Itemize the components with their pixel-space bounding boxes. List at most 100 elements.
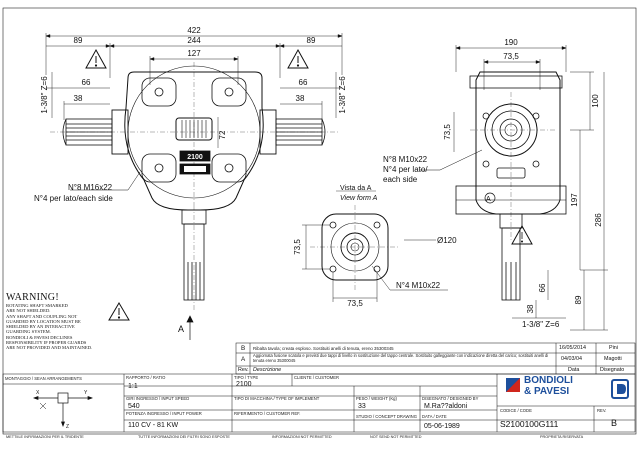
footer-note: PROPRIETA RISERVATA — [540, 435, 584, 439]
footer-note: METTIILE INFIRIMAZIONI PER IL TRIDENTE — [6, 435, 84, 439]
warning-line: ARE NOT PROVIDED AND MAINTAINED. — [6, 345, 93, 351]
side-dimension-texts: 190 73,5 100 73,5 197 286 89 66 38 N°8 M… — [383, 38, 603, 329]
dim-100: 100 — [591, 94, 600, 108]
spline-left: 1-3/8" Z=6 — [40, 76, 49, 114]
sheet-frame — [2, 7, 637, 435]
title-block-grid — [2, 342, 636, 433]
revision-description: Ribalta tavola; creata esploso. Sostitui… — [253, 346, 394, 351]
power-value: 110 CV - 81 KW — [128, 422, 179, 429]
right-shaft — [275, 118, 326, 146]
view-title-italian: Vista da A — [340, 185, 372, 192]
arrow-label-a: A — [178, 324, 184, 334]
warning-line: RESPONSIBILITY IF PROPER GUARDS — [6, 340, 87, 346]
dim-66: 66 — [538, 283, 547, 292]
dim-244: 244 — [187, 36, 201, 45]
type-value: 2100 — [236, 381, 252, 388]
warning-line: ROTATING SHAFT SMARKED — [6, 303, 68, 308]
machine-label: TIPO DI MACCHINA / TYPE OF IMPLEMENT — [234, 396, 320, 401]
weight-label: PESO / WEIGHT (Kg) — [356, 396, 397, 401]
warning-line: BONDIOLI & PAVESI DECLINES — [6, 334, 73, 340]
power-label: POTENZA INGRESSO / INPUT POWER — [126, 411, 202, 416]
revision-header-description: Descrizione — [253, 367, 282, 373]
revision-header-drawn: Disegnato — [600, 367, 625, 373]
footer-note: NOT SEND NOT PERMITTED — [370, 435, 422, 439]
svg-text:Z: Z — [66, 424, 69, 430]
drawing-code: S2100100G111 — [500, 419, 559, 429]
ratio-label: RAPPORTO / RATIO — [126, 375, 166, 380]
ratio-plate: 2100 — [187, 154, 203, 161]
client-label: CLIENTE / CUSTOMER — [294, 375, 340, 380]
side-label-per-lato: N°4 per lato/ — [383, 165, 428, 174]
rev-label: REV. — [597, 408, 607, 413]
revision-date: 16/05/2014 — [559, 345, 586, 351]
view-title-english: View form A — [340, 195, 378, 202]
mounting-sketch — [33, 392, 93, 427]
mounting-axis-letters: X Y Z — [36, 390, 88, 430]
footer-note: INFORMAZIONI NOT PERMITTED — [272, 435, 332, 439]
drawn-label: DISEGNATO / DESIGNED BY — [422, 396, 479, 401]
revision-description: Aggiornata fusione scatola e previsti du… — [253, 353, 549, 363]
warning-line: GUARDED BY LOCATION MUST BE — [6, 318, 81, 324]
dim-73-5-top: 73,5 — [503, 52, 519, 61]
ref-label: RIFERIMENTO / CUSTOMER REF. — [234, 411, 301, 416]
spline-right: 1-3/8" Z=6 — [338, 76, 347, 114]
brand-name-line2: & PAVESI — [524, 386, 570, 397]
warning-title: WARNING! — [6, 292, 59, 303]
svg-text:X: X — [36, 390, 40, 396]
side-label-each-side: each side — [383, 175, 418, 184]
dim-286: 286 — [594, 213, 603, 227]
revision-author: Magotti — [604, 356, 622, 362]
side-label-bolts: N°8 M10x22 — [383, 155, 428, 164]
revision-code: B — [241, 345, 246, 352]
view-from-a-texts: Vista da A View form A Ø120 73,5 73,5 N°… — [293, 185, 457, 308]
bondioli-pavesi-logo — [506, 378, 629, 399]
dim-diameter-120: Ø120 — [437, 236, 457, 245]
view-arrow-a — [186, 315, 194, 340]
code-label: CODICE / CODE — [500, 408, 532, 413]
dim-89-right: 89 — [307, 36, 316, 45]
front-view — [45, 33, 343, 340]
rpm-label: GIRI INGRESSO / INPUT SPEED — [126, 396, 190, 401]
dim-422: 422 — [187, 26, 201, 35]
revision-header-rev: Rev. — [238, 367, 249, 373]
mounting-label: MONTAGGIO / SEAN ARRANGEMENTS — [5, 376, 82, 381]
side-spline: 1-3/8" Z=6 — [522, 320, 560, 329]
dim-72: 72 — [218, 130, 227, 139]
dim-127: 127 — [187, 49, 201, 58]
front-dimension-lines — [45, 33, 343, 148]
safety-warning: WARNING! ROTATING SHAFT SMARKED ARE NOT … — [6, 292, 116, 351]
svg-text:Y: Y — [84, 390, 88, 396]
dim-73-5-view-horizontal: 73,5 — [347, 299, 363, 308]
dim-89: 89 — [574, 295, 583, 304]
warning-triangles-front — [85, 48, 309, 321]
side-view — [420, 45, 608, 331]
footer-note: TUTTE INFORMAZIONI DEI FILTRI SONO ESPOS… — [138, 435, 230, 439]
type-label: TIPO / TYPE — [234, 375, 259, 380]
weight-value: 33 — [358, 403, 366, 410]
front-dimension-texts: 422 89 244 89 127 66 38 66 38 72 1-3/8" … — [34, 26, 347, 334]
label-left-bolts: N°8 M16x22 — [68, 183, 113, 192]
rpm-value: 540 — [128, 403, 140, 410]
dim-66-right: 66 — [299, 78, 308, 87]
date-label: DATA / DATE — [422, 414, 447, 419]
rev-value: B — [611, 418, 618, 428]
ratio-value: 1:1 — [128, 383, 138, 390]
dim-38: 38 — [526, 304, 535, 313]
dim-197: 197 — [570, 193, 579, 207]
drawn-value: M.Ra??aldoni — [424, 403, 468, 410]
dim-73-5-view-vertical: 73,5 — [293, 239, 302, 255]
revision-author: Pini — [609, 345, 618, 351]
date-value: 05-06-1989 — [424, 423, 460, 430]
revision-date: 04/03/04 — [561, 356, 582, 362]
warning-line: SHIELDED BY AN INTERACTIVE — [6, 324, 75, 330]
dim-38-left: 38 — [74, 94, 83, 103]
label-left-each-side: N°4 per lato/each side — [34, 194, 113, 203]
dim-89-left: 89 — [74, 36, 83, 45]
dim-190: 190 — [504, 38, 518, 47]
study-label: STUDIO / CONCEPT DRAWING — [356, 414, 417, 419]
front-bolt-pads — [141, 77, 247, 183]
dim-66-left: 66 — [82, 78, 91, 87]
revision-code: A — [241, 356, 246, 363]
